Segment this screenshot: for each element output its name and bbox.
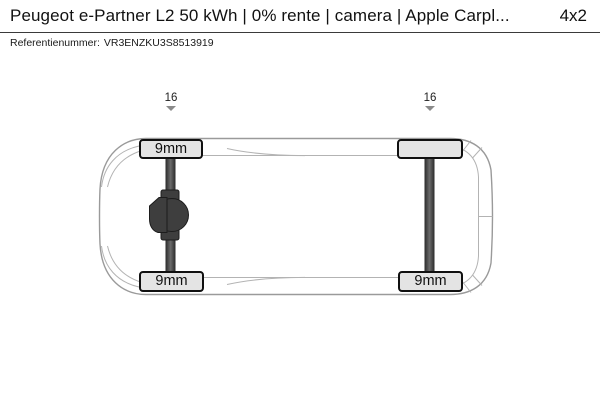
front-axle bbox=[149, 156, 189, 274]
tire-tread-badge-front-bottom: 9mm bbox=[139, 271, 204, 292]
arrow-down-icon bbox=[166, 106, 176, 111]
reference-label: Referentienummer: bbox=[10, 37, 100, 49]
rim-size-label-front: 16 bbox=[146, 92, 196, 111]
arrow-down-icon bbox=[425, 106, 435, 111]
vehicle-title: Peugeot e-Partner L2 50 kWh | 0% rente |… bbox=[10, 6, 510, 25]
rim-size-label-rear: 16 bbox=[405, 92, 455, 111]
tire-tread-badge-front-top: 9mm bbox=[139, 139, 203, 159]
rim-size-rear: 16 bbox=[423, 92, 437, 104]
rim-size-front: 16 bbox=[164, 92, 178, 104]
rear-axle bbox=[424, 156, 435, 274]
reference-number: VR3ENZKU3S8513919 bbox=[103, 37, 214, 49]
drivetrain-badge: 4x2 bbox=[559, 6, 587, 25]
tire-tread-badge-rear-top bbox=[397, 139, 463, 159]
tire-tread-badge-rear-bottom: 9mm bbox=[398, 271, 463, 292]
header: Peugeot e-Partner L2 50 kWh | 0% rente |… bbox=[0, 0, 600, 33]
reference-row: Referentienummer:VR3ENZKU3S8513919 bbox=[10, 37, 214, 49]
